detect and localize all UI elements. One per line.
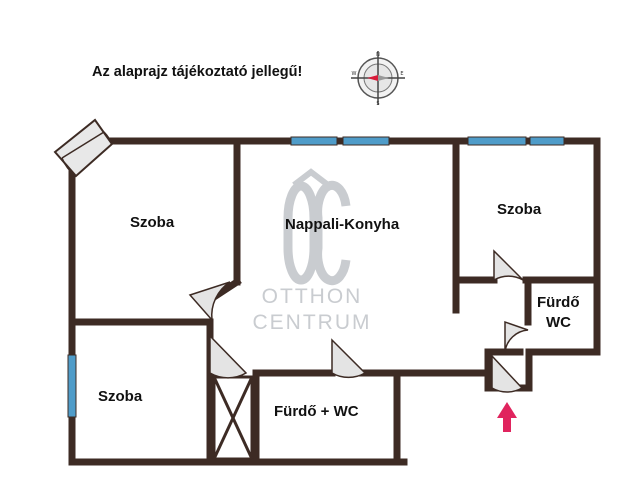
entrance-arrow-icon <box>497 402 517 432</box>
watermark-line-1: OTTHON <box>261 285 363 308</box>
watermark-roof-icon <box>292 168 330 188</box>
compass-west-label: W <box>352 71 357 77</box>
door-bathroom <box>331 338 367 379</box>
corner-bay-window <box>53 118 114 178</box>
door-small-bathroom <box>504 320 529 353</box>
room-label-bottom-left: Szoba <box>98 388 143 405</box>
window-left-lower <box>67 354 77 418</box>
windows <box>67 136 565 418</box>
window-living-2 <box>342 136 390 146</box>
room-label-top-left: Szoba <box>130 214 175 231</box>
window-right-room-1 <box>467 136 527 146</box>
door-right-room <box>493 249 524 282</box>
watermark-logo <box>283 168 351 286</box>
compass-rose-icon: N S E W <box>351 51 405 107</box>
watermark-c-shape <box>313 180 351 286</box>
room-label-bathroom: Fürdő + WC <box>274 403 359 420</box>
window-living-1 <box>290 136 338 146</box>
room-label-small-bathroom-line1: Fürdő <box>537 294 580 311</box>
disclaimer-notice: Az alaprajz tájékoztató jellegű! <box>92 64 303 80</box>
room-label-small-bathroom-line2: WC <box>546 314 571 331</box>
compass-needle <box>367 75 378 81</box>
doors <box>188 249 529 393</box>
room-label-living-kitchen: Nappali-Konyha <box>285 216 400 233</box>
watermark-line-2: CENTRUM <box>252 311 372 334</box>
door-entrance <box>491 354 524 393</box>
compass-east-label: E <box>400 71 403 77</box>
window-right-room-2 <box>529 136 565 146</box>
compass-north-label: N <box>376 52 380 58</box>
door-lower-left-room <box>209 334 248 379</box>
compass-south-label: S <box>376 101 379 107</box>
storage-cross <box>212 375 254 461</box>
room-label-top-right: Szoba <box>497 201 542 218</box>
door-left-room <box>188 281 231 323</box>
